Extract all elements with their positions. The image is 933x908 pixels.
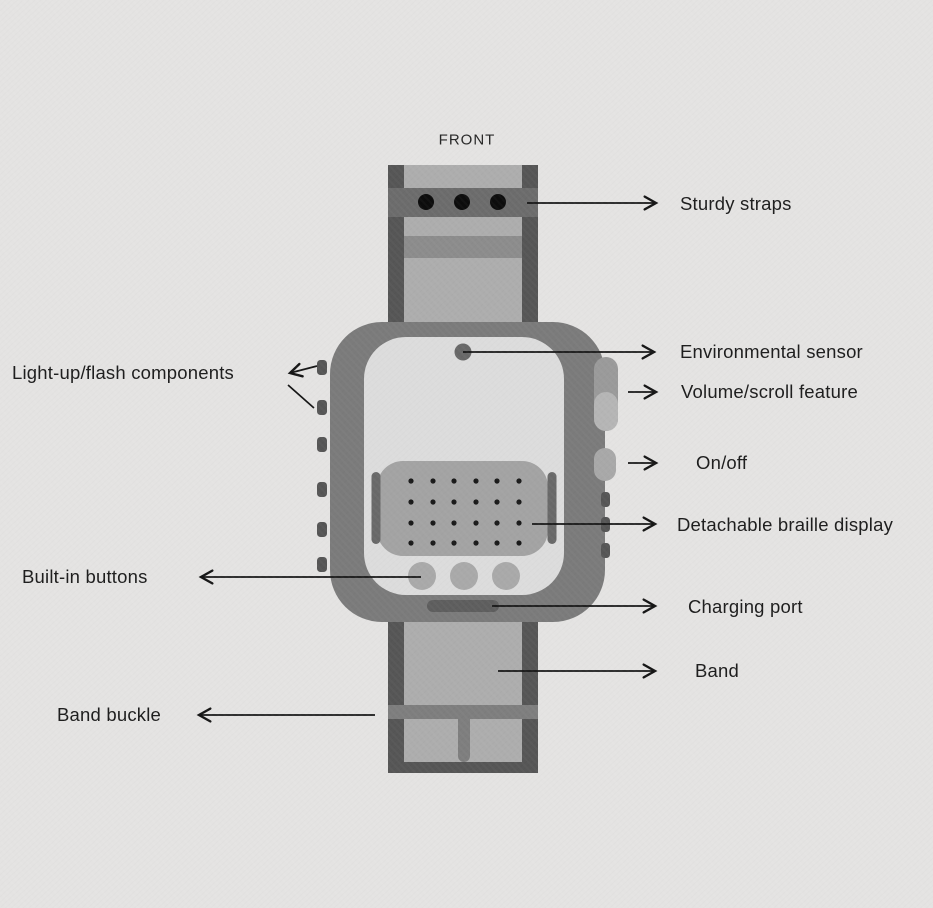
flash-bump — [317, 400, 327, 415]
built-in-button-3 — [492, 562, 520, 590]
buckle-pin — [458, 710, 470, 762]
strap-hole — [454, 194, 470, 210]
built-in-buttons — [408, 562, 520, 590]
label-sturdy-straps: Sturdy straps — [680, 192, 792, 214]
built-in-button-2 — [450, 562, 478, 590]
strap-hole — [490, 194, 506, 210]
leader-lines — [196, 195, 659, 723]
side-bump — [601, 543, 610, 558]
flash-bump — [317, 557, 327, 572]
flash-bump — [317, 360, 327, 375]
braille-pad — [377, 461, 548, 556]
flash-bump — [317, 482, 327, 497]
braille-clip-right — [547, 472, 557, 544]
flash-bump — [317, 437, 327, 452]
bottom-strap-end — [388, 762, 538, 773]
label-environmental-sensor: Environmental sensor — [680, 340, 863, 362]
leader-light-up-top — [287, 362, 318, 378]
label-on-off: On/off — [696, 451, 748, 473]
label-built-in-buttons: Built-in buttons — [22, 565, 148, 587]
label-band: Band — [695, 659, 740, 681]
strap-hole — [418, 194, 434, 210]
bottom-strap-rail-left — [388, 615, 404, 773]
volume-slider-thumb — [594, 392, 618, 431]
braille-dot-grid — [408, 478, 522, 546]
label-light-up-flash-components: Light-up/flash components — [12, 361, 234, 383]
light-up-components — [317, 360, 327, 572]
volume-scroll-slider — [594, 357, 618, 431]
bottom-strap — [388, 615, 538, 773]
braille-clip-left — [371, 472, 381, 544]
flash-bump — [317, 522, 327, 537]
watch-case — [317, 322, 618, 622]
charging-port — [427, 600, 499, 612]
view-label: FRONT — [438, 131, 496, 149]
bottom-strap-rail-right — [522, 615, 538, 773]
label-detachable-braille-display: Detachable braille display — [677, 513, 894, 535]
right-side-bumps — [601, 492, 610, 558]
top-strap — [388, 165, 538, 325]
braille-display — [371, 461, 557, 556]
strap-mid-band — [404, 236, 522, 258]
built-in-button-1 — [408, 562, 436, 590]
side-bump — [601, 492, 610, 507]
leader-light-up-bottom — [287, 384, 315, 409]
label-charging-port: Charging port — [688, 595, 803, 617]
label-volume-scroll-feature: Volume/scroll feature — [681, 380, 858, 402]
power-button — [594, 448, 616, 481]
label-band-buckle: Band buckle — [57, 703, 162, 725]
